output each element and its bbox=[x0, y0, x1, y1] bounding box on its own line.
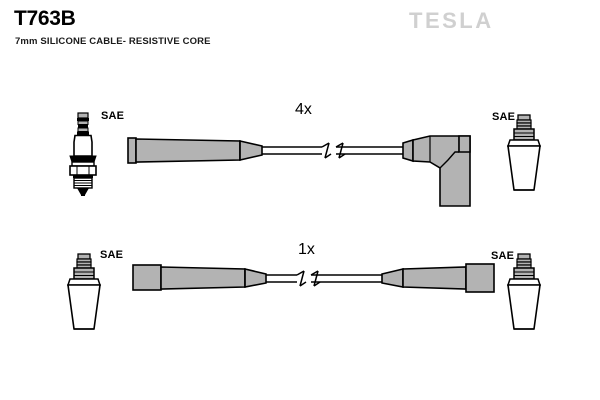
sae-label-bottom-left: SAE bbox=[100, 249, 124, 261]
sae-label-top-right: SAE bbox=[492, 111, 516, 123]
cable-top-right-segment bbox=[336, 146, 403, 155]
spark-plug-icon bbox=[69, 112, 97, 196]
page-title: T763B bbox=[14, 7, 76, 30]
brand-logo: TESLA bbox=[409, 8, 494, 33]
rubber-boot-icon-bottom-left bbox=[66, 253, 102, 330]
assembly-bottom bbox=[66, 253, 542, 330]
part-description: 7mm SILICONE CABLE- RESISTIVE CORE bbox=[15, 36, 211, 47]
assembly-top bbox=[69, 112, 542, 207]
cable-top-left-segment bbox=[262, 146, 322, 155]
cable-bottom-right-segment bbox=[311, 274, 382, 283]
sae-label-bottom-right: SAE bbox=[491, 250, 515, 262]
connector-bottom-left bbox=[132, 264, 267, 291]
rubber-boot-icon-bottom-right bbox=[506, 253, 542, 330]
quantity-label-bottom: 1x bbox=[298, 241, 315, 258]
sae-label-top-left: SAE bbox=[101, 110, 125, 122]
connector-top-left bbox=[127, 137, 263, 164]
quantity-label-top: 4x bbox=[295, 101, 312, 118]
rubber-boot-icon-top-right bbox=[506, 114, 542, 191]
cable-break-icon-bottom bbox=[296, 270, 321, 287]
cable-bottom-left-segment bbox=[266, 274, 297, 283]
connector-bottom-right bbox=[381, 263, 495, 293]
cable-break-icon bbox=[321, 142, 346, 159]
connector-top-right-elbow bbox=[402, 135, 471, 207]
